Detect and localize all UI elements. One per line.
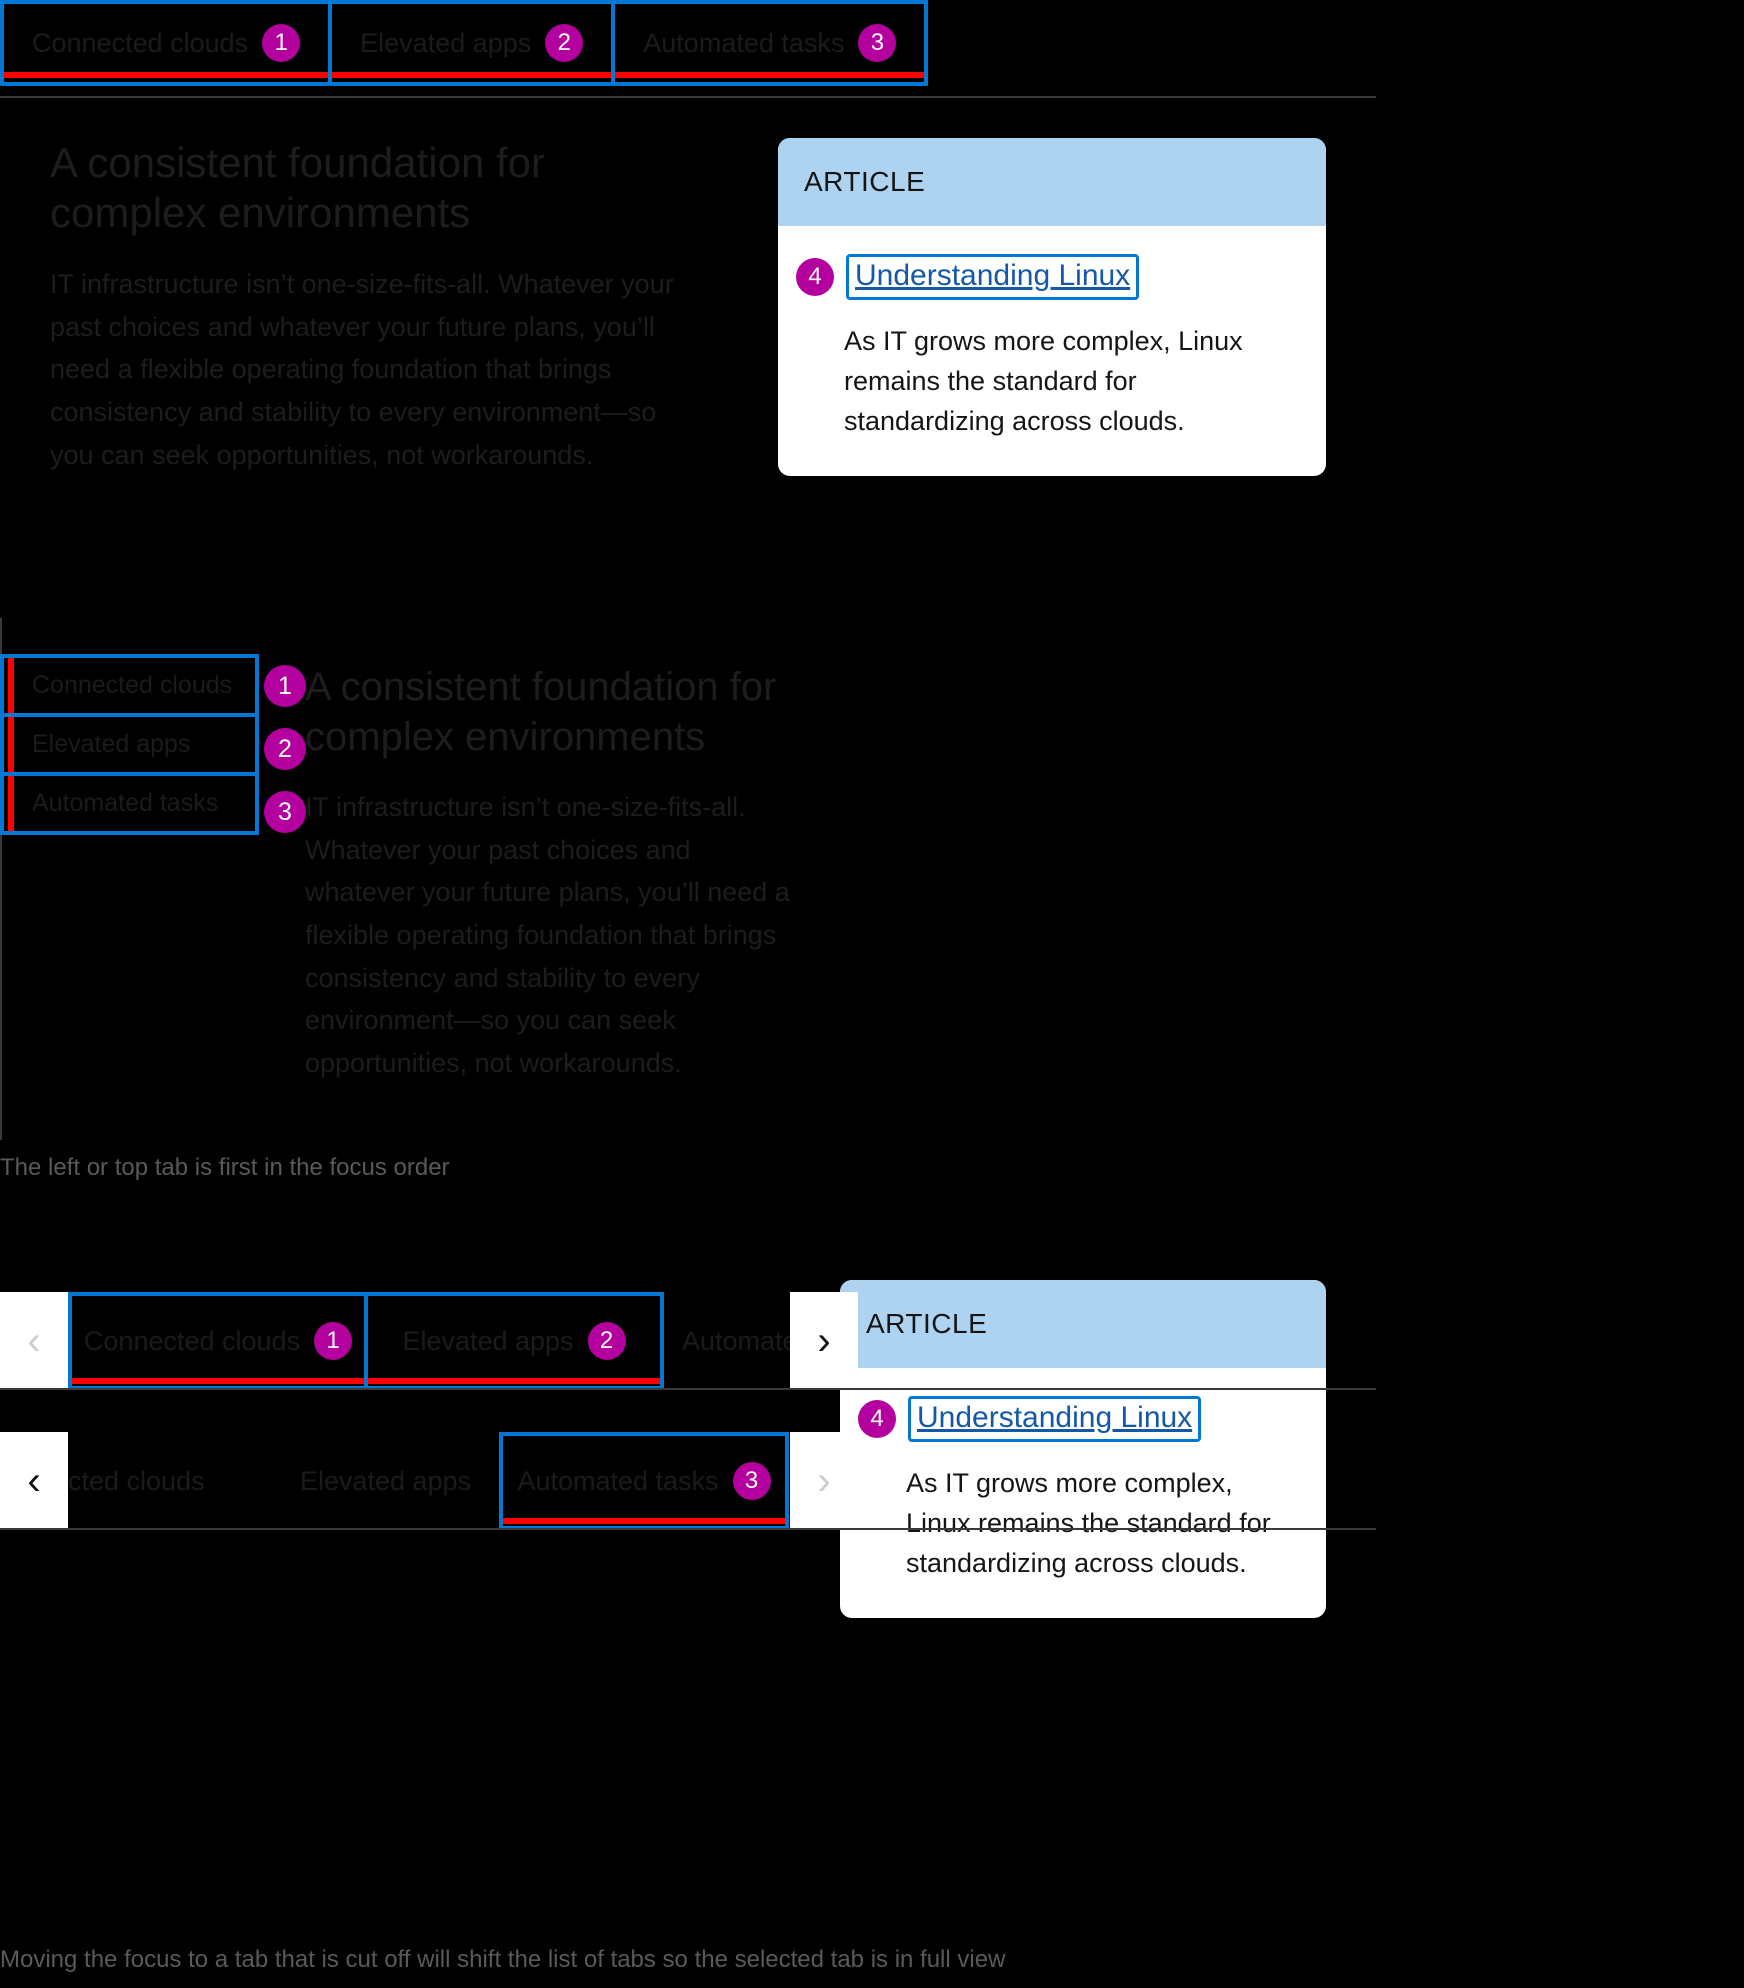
scroll-tab-label: Automate [682,1325,790,1356]
tablist-divider [0,96,1376,98]
tabbar-divider [0,1388,1376,1390]
caption-focus-order: The left or top tab is first in the focu… [0,1154,450,1181]
top-tab-automated-tasks[interactable]: Automated tasks 3 [611,0,929,86]
top-tablist: Connected clouds 1 Elevated apps 2 Autom… [0,0,929,86]
top-tab-connected-clouds[interactable]: Connected clouds 1 [0,0,333,86]
scroll-tab-elevated-apps[interactable]: Elevated apps 2 [364,1292,664,1390]
vertical-tablist: Connected clouds Elevated apps Automated… [0,654,259,835]
panel-heading: A consistent foundation for complex envi… [50,139,545,236]
focus-order-badge: 4 [858,1400,896,1438]
top-tab-label: Automated tasks [643,27,845,58]
scroll-tab-automated-tasks[interactable]: Automate [664,1292,790,1390]
selected-tab-underline [72,1378,364,1384]
selected-tab-underline [503,1518,785,1524]
badge-slot: 2 [264,717,306,780]
panel-paragraph: IT infrastructure isn’t one-size-fits-al… [305,792,790,1078]
article-link[interactable]: Understanding Linux [846,254,1140,300]
scroll-tab-connected-clouds[interactable]: cted clouds [68,1432,268,1530]
focus-order-badge: 4 [796,258,834,296]
caption-scroll-shift: Moving the focus to a tab that is cut of… [0,1946,1006,1973]
scroll-viewport: cted clouds Elevated apps Automated task… [68,1432,790,1530]
tab-panel-copy: A consistent foundation for complex envi… [305,662,795,1085]
scroll-viewport: Connected clouds 1 Elevated apps 2 Autom… [68,1292,790,1390]
article-link[interactable]: Understanding Linux [908,1396,1202,1442]
panel-heading: A consistent foundation for complex envi… [305,665,777,759]
scroll-tab-automated-tasks[interactable]: Automated tasks 3 [499,1432,789,1530]
selected-tab-indicator [8,776,14,831]
selected-tab-indicator [8,717,14,772]
focus-order-badge: 2 [545,24,584,62]
scroll-next-icon[interactable]: › [790,1432,858,1530]
vertical-badge-column: 1 2 3 [264,654,306,843]
tab-panel-copy: A consistent foundation for complex envi… [50,138,700,476]
focus-order-badge: 1 [262,24,301,62]
scroll-tab-connected-clouds[interactable]: Connected clouds 1 [68,1292,368,1390]
article-card: ARTICLE 4 Understanding Linux As IT grow… [840,1280,1326,1618]
vertical-tab-label: Connected clouds [32,671,233,699]
top-tab-label: Elevated apps [360,27,532,58]
tabbar-divider [0,1528,1376,1530]
scroll-tab-label: Elevated apps [402,1325,574,1356]
vertical-tab-connected-clouds[interactable]: Connected clouds [0,654,259,717]
vertical-tabs-section: Connected clouds Elevated apps Automated… [0,618,1744,1618]
focus-order-badge: 3 [732,1462,771,1500]
badge-slot: 1 [264,654,306,717]
scrollable-tabbar-first: ‹ Connected clouds 1 Elevated apps 2 Aut… [0,1292,858,1390]
scroll-tab-label: Connected clouds [83,1325,301,1356]
selected-tab-underline [368,1378,660,1384]
top-tabs-section: Connected clouds 1 Elevated apps 2 Autom… [0,0,1744,120]
scroll-tab-label: Elevated apps [299,1465,472,1496]
selected-tab-underline [615,72,925,78]
vertical-tab-label: Automated tasks [32,789,219,817]
article-link-row: 4 Understanding Linux [796,254,1300,300]
article-card-body: 4 Understanding Linux As IT grows more c… [778,226,1326,476]
scroll-tab-elevated-apps[interactable]: Elevated apps [268,1432,503,1530]
top-tab-label: Connected clouds [32,27,249,58]
badge-slot: 3 [264,780,306,843]
vertical-tab-elevated-apps[interactable]: Elevated apps [0,713,259,776]
focus-order-badge: 2 [587,1322,626,1360]
article-card: ARTICLE 4 Understanding Linux As IT grow… [778,138,1326,476]
focus-order-badge: 1 [314,1322,353,1360]
article-eyebrow: ARTICLE [778,138,1326,226]
article-eyebrow: ARTICLE [840,1280,1326,1368]
scroll-tab-label: cted clouds [68,1465,205,1496]
focus-order-badge: 3 [858,24,897,62]
top-tab-elevated-apps[interactable]: Elevated apps 2 [328,0,616,86]
selected-tab-underline [4,72,329,78]
section-rail [0,618,2,1140]
vertical-tab-automated-tasks[interactable]: Automated tasks [0,772,259,835]
selected-tab-underline [332,72,612,78]
scrollable-tabbar-second: ‹ cted clouds Elevated apps Automated ta… [0,1432,858,1530]
vertical-tab-label: Elevated apps [32,730,191,758]
scroll-tab-label: Automated tasks [517,1465,719,1496]
article-link-row: 4 Understanding Linux [858,1396,1300,1442]
panel-paragraph: IT infrastructure isn’t one-size-fits-al… [50,269,674,470]
scroll-prev-icon[interactable]: ‹ [0,1432,68,1530]
selected-tab-indicator [8,658,14,713]
article-card-body: 4 Understanding Linux As IT grows more c… [840,1368,1326,1618]
focus-order-badge: 2 [264,727,306,770]
article-description: As IT grows more complex, Linux remains … [844,326,1243,436]
focus-order-badge: 1 [264,664,306,707]
focus-order-badge: 3 [264,790,306,833]
scroll-next-icon[interactable]: › [790,1292,858,1390]
scroll-prev-icon[interactable]: ‹ [0,1292,68,1390]
article-description: As IT grows more complex, Linux remains … [906,1468,1271,1578]
